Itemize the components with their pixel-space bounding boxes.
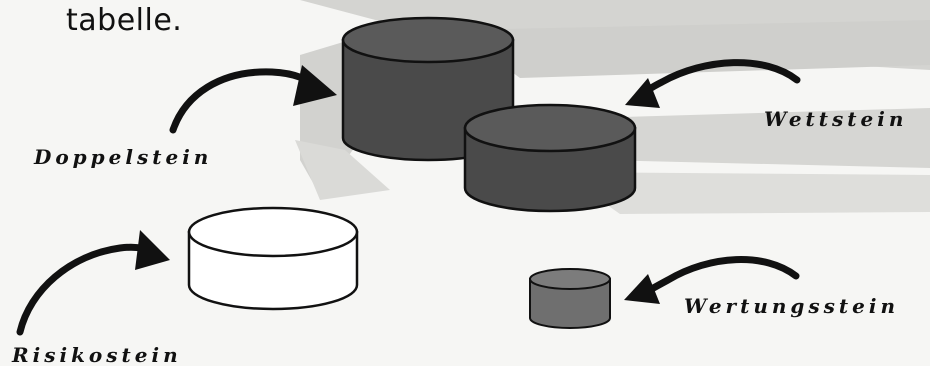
label-doppelstein: Doppelstein — [34, 147, 212, 167]
intro-text-fragment: tabelle. — [66, 6, 182, 36]
risikostein-stone — [189, 208, 357, 309]
arrow-risikostein — [20, 230, 170, 332]
wertungsstein-stone — [530, 269, 610, 328]
label-risikostein: Risikostein — [12, 345, 182, 365]
label-wettstein: Wettstein — [764, 109, 907, 129]
label-wertungsstein: Wertungsstein — [684, 296, 899, 316]
